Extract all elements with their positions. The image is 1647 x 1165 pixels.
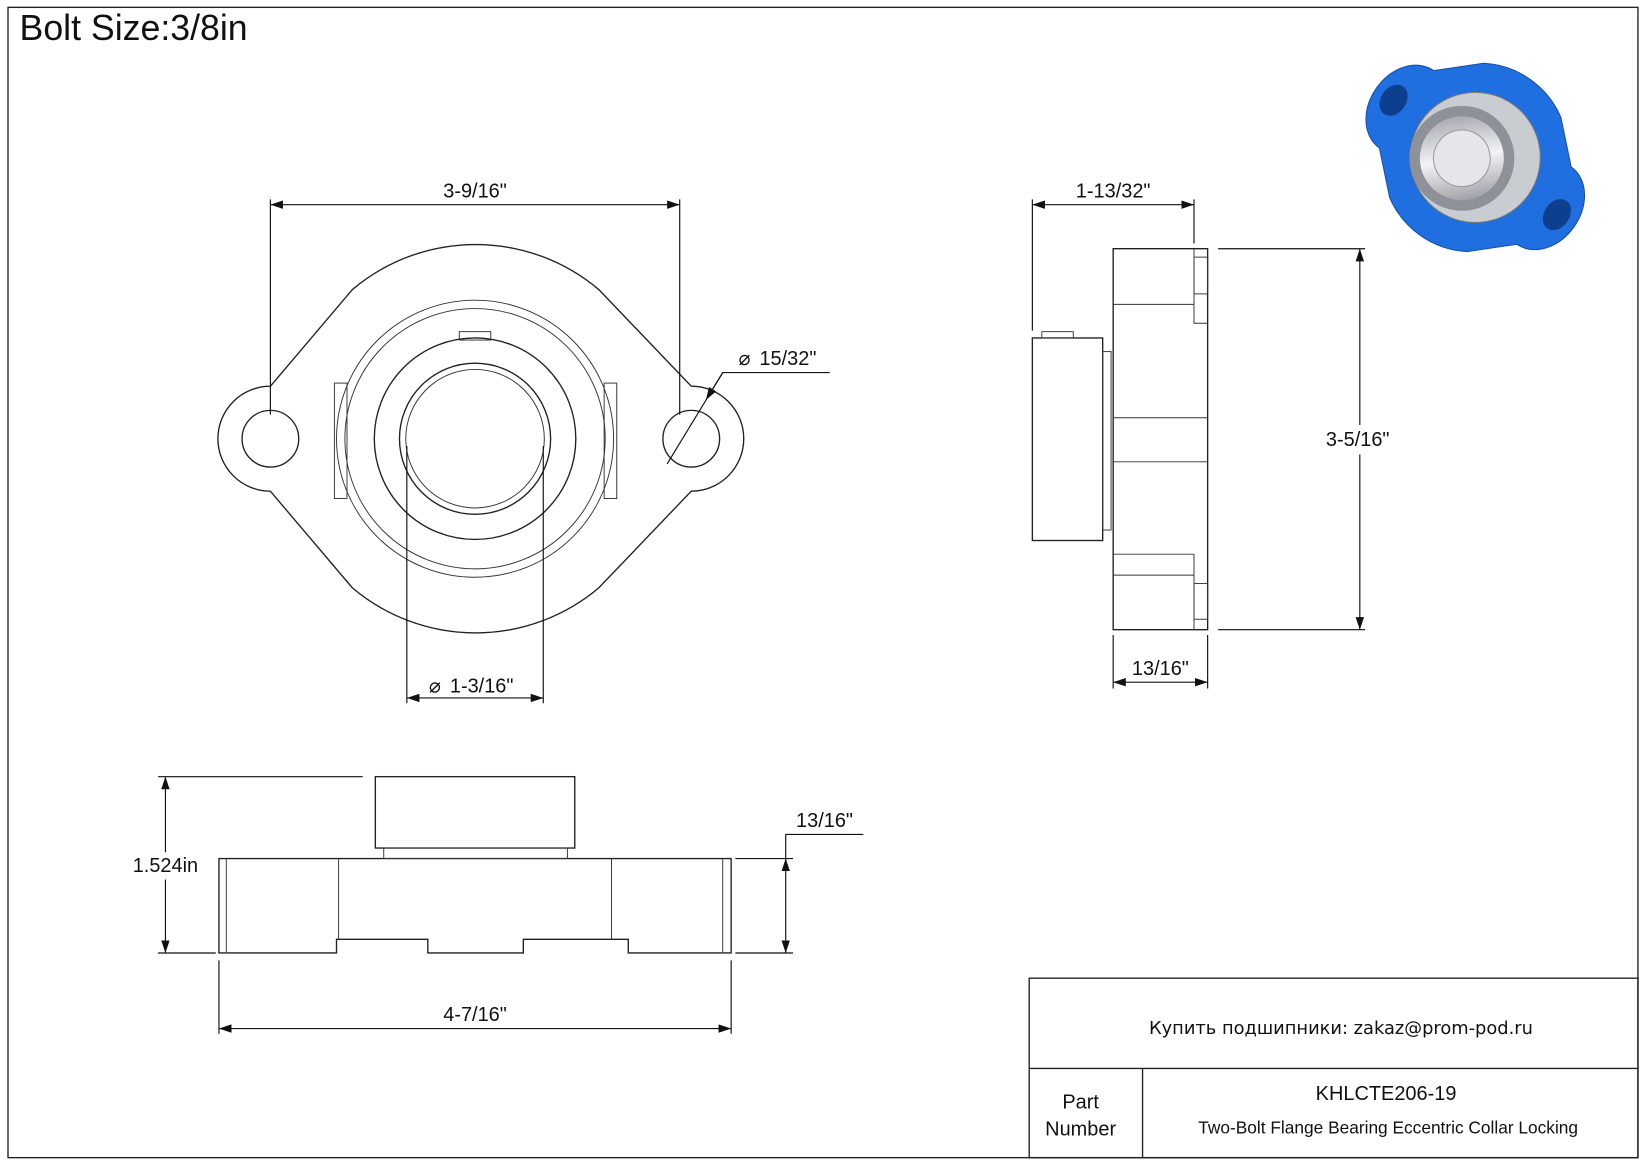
sheet-border	[7, 6, 1639, 1159]
bolt-hole-right	[662, 409, 721, 468]
title-block: Купить подшипники: zakaz@prom-pod.ru Par…	[1028, 977, 1639, 1159]
bearing-3d-render	[1365, 62, 1586, 253]
dim-flange-thickness-side: 13/16"	[1132, 658, 1189, 680]
diameter-symbol: ⌀	[429, 676, 441, 698]
top-view: 3-9/16" ⌀ 15/32" ⌀ 1-3/16"	[217, 180, 830, 704]
collar-bottom	[374, 775, 576, 849]
diameter-symbol: ⌀	[738, 348, 750, 370]
dim-hole-diameter: 15/32"	[759, 348, 816, 370]
collar-side	[1031, 337, 1104, 542]
dim-overall-height: 1.524in	[133, 855, 198, 877]
dim-bolt-spacing: 3-9/16"	[443, 180, 507, 202]
dim-height: 3-5/16"	[1326, 429, 1390, 451]
dim-overall-length: 4-7/16"	[443, 1004, 507, 1026]
dim-bore-diameter: 1-3/16"	[450, 676, 514, 698]
dim-overall-depth: 1-13/32"	[1076, 180, 1151, 202]
part-description: Two-Bolt Flange Bearing Eccentric Collar…	[1198, 1118, 1578, 1138]
flange-outline	[217, 243, 745, 634]
part-label: Part	[1062, 1091, 1099, 1113]
bottom-view: 1.524in 13/16" 4-7/16"	[124, 775, 864, 1034]
part-number: KHLCTE206-19	[1316, 1083, 1457, 1105]
bore	[398, 362, 552, 515]
bolt-size-title: Bolt Size:3/8in	[20, 8, 248, 48]
number-label: Number	[1045, 1119, 1116, 1141]
contact-text: Купить подшипники: zakaz@prom-pod.ru	[1149, 1018, 1533, 1039]
collar	[373, 337, 577, 541]
bolt-hole-left	[241, 409, 300, 468]
dim-flange-thickness-bottom: 13/16"	[796, 810, 853, 832]
side-view: 1-13/32" 3-5/16" 13/16"	[1031, 180, 1402, 689]
